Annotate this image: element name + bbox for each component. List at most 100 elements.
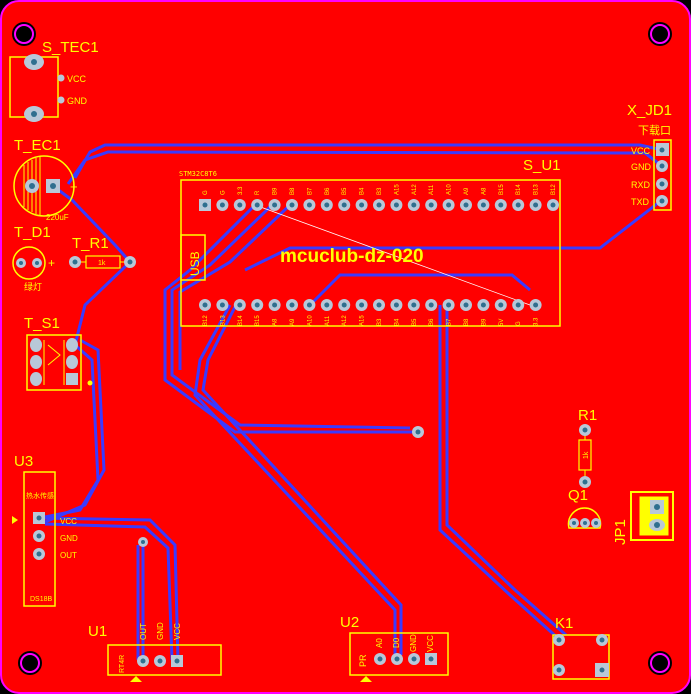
- u1-pad-2: [154, 655, 166, 667]
- jp1-pad-2: [649, 519, 665, 531]
- t-ec1-outline: [13, 155, 75, 217]
- s-u1-bottom-pin-label: A8: [273, 318, 279, 326]
- s-u1-top-pin-6: B8: [286, 187, 298, 211]
- traces: [39, 143, 663, 661]
- s-u1-top-pin-label: B6: [325, 187, 331, 195]
- t-ec1-plus: +: [70, 179, 78, 194]
- x-jd1-pad-4: [656, 195, 668, 207]
- u3-pad-1: [33, 512, 45, 524]
- s-u1-bottom-pin-label: G: [516, 321, 522, 326]
- s-u1-bottom-pin-20: 3.3: [529, 299, 542, 326]
- trace-bottom-left2: [201, 304, 403, 655]
- u3-pin-label-2: GND: [60, 534, 78, 543]
- k1-outline: [552, 634, 610, 680]
- u2-pin-label-5: VCC: [426, 635, 435, 652]
- u2: U2 PR A0 D0 GND VCC: [340, 614, 449, 682]
- u3-ref: U3: [14, 453, 33, 470]
- u3-pin1-marker: [12, 516, 18, 524]
- q1-pad-2: [580, 518, 590, 528]
- t-ec1-value: 220uF: [46, 213, 69, 222]
- s-tec1-pin1-label: VCC: [67, 74, 87, 84]
- s-u1-ref: S_U1: [523, 157, 561, 174]
- trace-mcu-left: [163, 203, 418, 434]
- x-jd1-pin-label-4: TXD: [631, 197, 650, 207]
- k1-ref: K1: [555, 615, 573, 632]
- s-u1-top-pin-19: B14: [512, 184, 525, 211]
- s-u1-bottom-pin-label: B8: [464, 318, 470, 326]
- s-u1-top-pin-label: B13: [534, 184, 540, 195]
- s-u1-bottom-pin-label: A12: [342, 315, 348, 326]
- s-u1-bottom-pin-label: B6: [429, 318, 435, 326]
- t-r1-value: 1k: [98, 260, 106, 267]
- u2-pin-label-3: D0: [392, 637, 401, 648]
- t-r1-pad-2: [124, 256, 136, 268]
- s-tec1-pad-1: [24, 54, 44, 70]
- s-u1-bottom-pin-label: B14: [238, 315, 244, 326]
- s-u1-top-pin-20: B13: [529, 184, 542, 211]
- trace-txd: [244, 198, 663, 272]
- s-u1-bottom-pin-label: B4: [394, 318, 400, 326]
- s-u1-bottom-pin-19: G: [512, 299, 525, 326]
- q1-pad-3: [591, 518, 601, 528]
- u1-pin-label-1: OUT: [139, 623, 148, 640]
- s-u1-bottom-pin-label: A9: [290, 318, 296, 326]
- s-u1-bottom-pin-18: 5V: [494, 299, 507, 326]
- trace-mcu-left2: [170, 203, 411, 430]
- s-u1-top-pin-18: B15: [494, 184, 507, 211]
- t-ec1: T_EC1 + 220uF: [13, 137, 78, 222]
- s-u1-top-pin-label: G: [203, 190, 209, 195]
- s-tec1-pad-2: [24, 106, 44, 122]
- r1-value: 1k: [583, 451, 590, 459]
- q1-ref: Q1: [568, 487, 588, 504]
- s-u1-top-pin-label: B8: [290, 187, 296, 195]
- mounting-hole-tr: [648, 22, 672, 46]
- x-jd1-pad-1: [656, 143, 669, 156]
- u3-pad-2: [33, 530, 45, 542]
- t-s1-outline: [26, 334, 82, 391]
- t-s1: T_S1: [24, 315, 93, 391]
- s-u1-bottom-pin-label: B12: [203, 315, 209, 326]
- s-u1-top-pin-label: A10: [447, 184, 453, 195]
- u3-body-label: 热水传感: [26, 491, 54, 500]
- s-u1-bottom-pin-label: 5V: [499, 319, 505, 326]
- t-r1-pad-1: [69, 256, 81, 268]
- x-jd1-pin-label-2: GND: [631, 162, 652, 172]
- u2-pin-label-2: A0: [375, 638, 384, 648]
- u1-pin1-marker: [130, 676, 142, 682]
- s-u1-bottom-pin-3: B14: [233, 299, 246, 326]
- u3-pad-3: [33, 548, 45, 560]
- s-u1-bottom-pin-1: B12: [199, 299, 211, 326]
- s-u1-bottom-pin-14: B6: [425, 299, 438, 326]
- t-r1-ref: T_R1: [72, 235, 109, 252]
- u2-pad-1: [374, 653, 386, 665]
- s-u1-top-pin-label: B14: [516, 184, 522, 195]
- trace-u3-u1: [39, 516, 180, 661]
- mounting-hole-br: [648, 651, 672, 675]
- u1-outline: [107, 644, 222, 676]
- t-d1-pad-2: [32, 258, 42, 268]
- s-u1-usb-outline: [180, 234, 206, 281]
- trace-u3-u1b: [44, 522, 174, 661]
- x-jd1-pad-2: [656, 160, 668, 172]
- s-tec1-vcc-dot: [57, 74, 65, 82]
- q1-pad-1: [569, 518, 579, 528]
- s-u1-bottom-pin-10: A15: [355, 299, 368, 326]
- s-u1-bottom-pin-label: B15: [255, 315, 261, 326]
- s-u1-top-pin-label: B9: [273, 187, 279, 195]
- s-u1-top-pin-10: B4: [355, 187, 368, 211]
- u2-pin-label-4: GND: [409, 634, 418, 652]
- s-u1-top-pin-11: B3: [373, 187, 385, 211]
- s-u1-top-pin-label: R: [255, 190, 261, 195]
- mounting-hole-tl: [12, 22, 36, 46]
- s-u1-top-pin-label: G: [220, 190, 226, 195]
- ratsnest-line: [254, 204, 531, 306]
- s-u1-top-pin-label: A9: [464, 187, 470, 195]
- r1-pad-1: [579, 424, 591, 436]
- t-ec1-pad-neg: [25, 179, 39, 193]
- s-u1-top-pin-label: 3.3: [238, 186, 244, 195]
- u2-pin1-marker: [360, 676, 372, 682]
- mounting-hole-bl: [18, 651, 42, 675]
- s-u1-bottom-pin-label: B7: [447, 318, 453, 326]
- s-u1-top-pin-13: A12: [407, 184, 420, 211]
